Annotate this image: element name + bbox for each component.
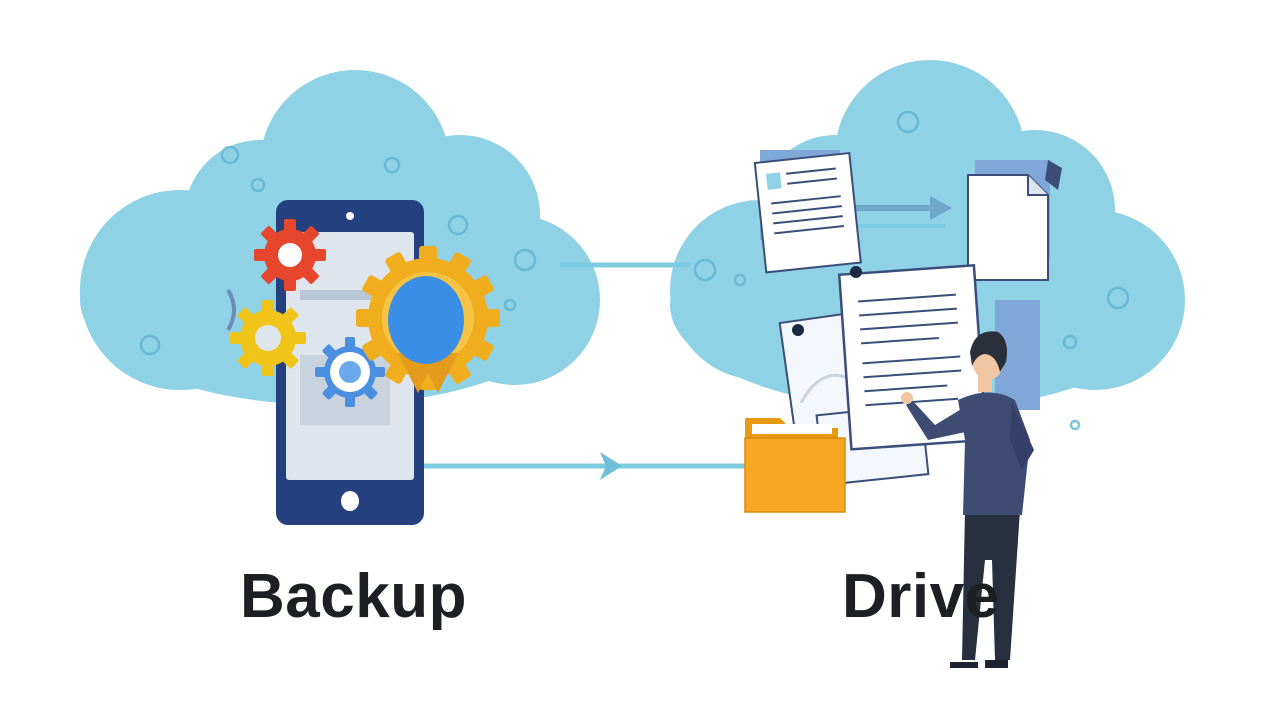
gear-icon: [230, 300, 306, 376]
sync-icon: [226, 288, 236, 332]
arrow-icon: [420, 196, 952, 480]
gear-icon: [315, 337, 385, 407]
folder-icon: [744, 418, 846, 513]
document-icon: [753, 150, 1062, 487]
gear-icon: [254, 219, 326, 291]
backup-label: Backup: [240, 562, 467, 631]
gear-icon: [356, 246, 500, 393]
drive-label: Drive: [842, 562, 1000, 631]
person-icon: [901, 331, 1034, 668]
